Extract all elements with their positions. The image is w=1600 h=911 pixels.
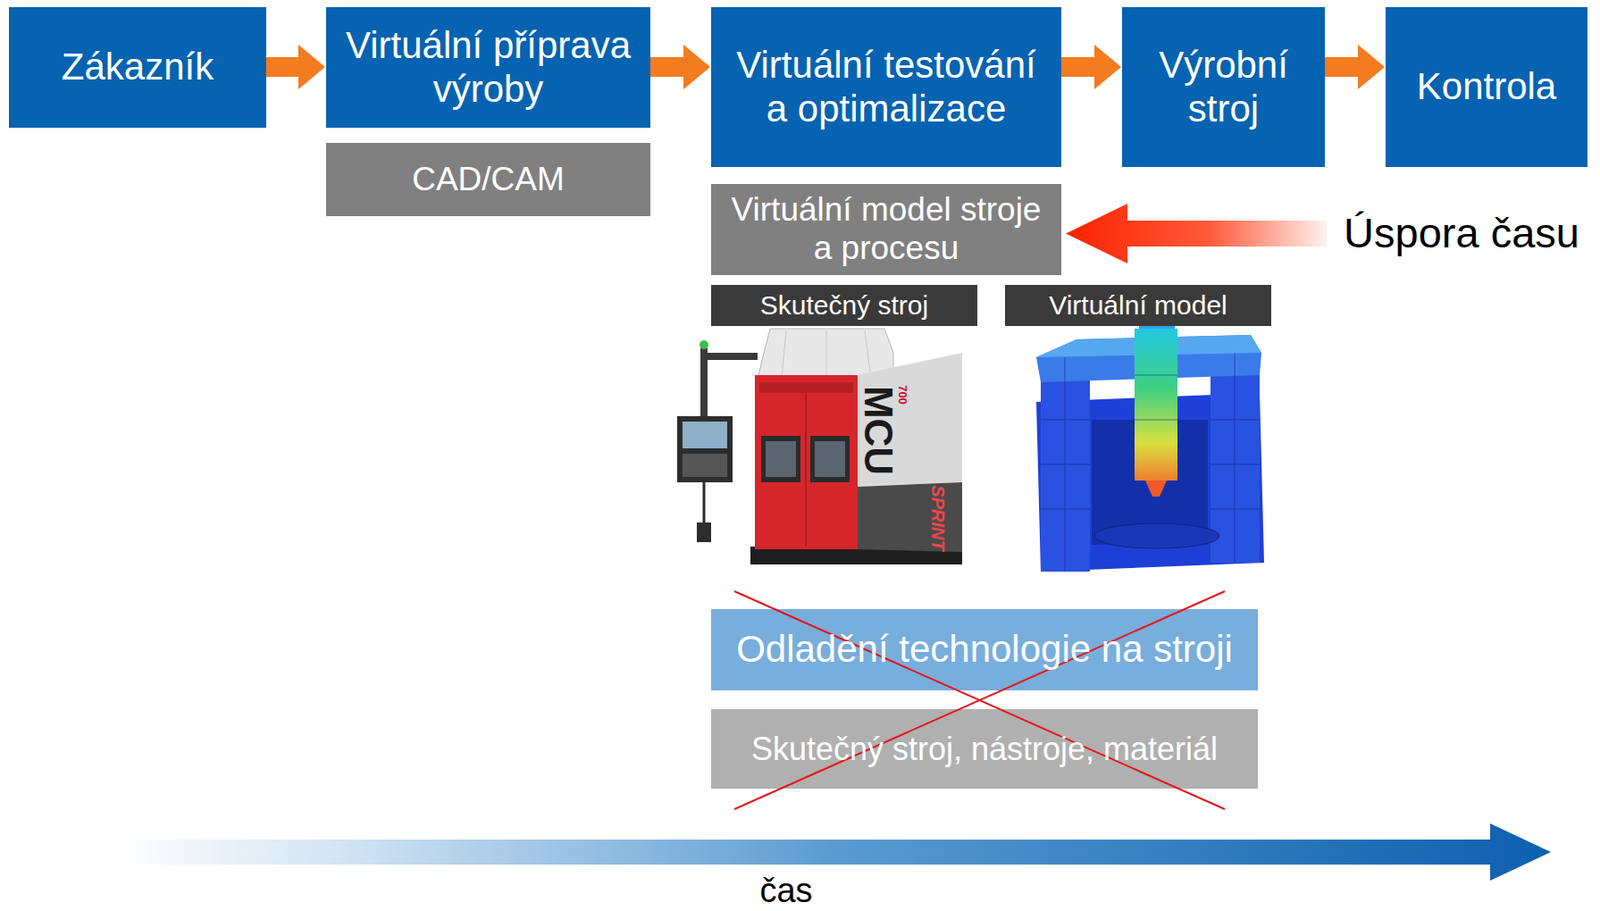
panel-pole bbox=[700, 348, 708, 419]
fem-model-picture bbox=[1036, 318, 1265, 572]
machine-window bbox=[814, 441, 846, 478]
box-text: Kontrola bbox=[1416, 65, 1557, 109]
process-box: Kontrola bbox=[1385, 7, 1588, 168]
panel-arm bbox=[705, 352, 758, 361]
box-text: Virtuální model stroje a procesu bbox=[725, 191, 1048, 268]
tool-box: CAD/CAM bbox=[326, 142, 651, 217]
machine-front bbox=[754, 375, 858, 550]
box-text: Virtuální příprava výroby bbox=[335, 24, 642, 111]
machine-grid bbox=[781, 330, 787, 379]
struck-box: Skutečný stroj, nástroje, materiál bbox=[711, 709, 1258, 789]
control-panel bbox=[677, 416, 733, 483]
box-text: Skutečný stroj bbox=[760, 290, 929, 322]
flow-arrow bbox=[1324, 44, 1385, 90]
machine-door-line bbox=[804, 393, 807, 547]
fem-column bbox=[1210, 352, 1260, 563]
process-box: Virtuální příprava výroby bbox=[326, 7, 651, 128]
machine-model: 700 bbox=[896, 385, 909, 405]
fem-ram bbox=[1134, 328, 1178, 481]
process-box: Zákazník bbox=[8, 7, 267, 128]
box-text: Virtuální model bbox=[1048, 290, 1228, 322]
fem-mesh bbox=[1040, 352, 1260, 572]
signal-light bbox=[699, 340, 709, 350]
pendant bbox=[696, 522, 712, 543]
box-text: Virtuální testování a optimalizace bbox=[729, 43, 1043, 131]
machine-grid bbox=[826, 330, 828, 379]
panel-screen bbox=[682, 421, 728, 449]
tool-box: Virtuální model stroje a procesu bbox=[711, 184, 1062, 276]
machine-strip bbox=[759, 382, 854, 394]
strike-line bbox=[734, 591, 1225, 810]
machine-window bbox=[761, 435, 801, 483]
pendant-cable bbox=[703, 482, 706, 523]
machine-brand: SPRINT bbox=[929, 485, 947, 551]
machine-side bbox=[857, 482, 963, 553]
flow-arrow bbox=[266, 44, 326, 90]
machine-window bbox=[765, 441, 796, 478]
box-text: CAD/CAM bbox=[411, 160, 565, 200]
strike-line bbox=[734, 591, 1225, 810]
box-text: Skutečný stroj, nástroje, materiál bbox=[751, 730, 1218, 768]
caption-box: Virtuální model bbox=[1005, 284, 1272, 327]
caption-box: Skutečný stroj bbox=[711, 284, 978, 327]
struck-box: Odladění technologie na stroji bbox=[711, 609, 1258, 691]
box-text: Výrobní stroj bbox=[1130, 43, 1316, 131]
axis-label: čas bbox=[759, 873, 813, 908]
box-text: Odladění technologie na stroji bbox=[736, 628, 1233, 671]
machine-grid bbox=[864, 330, 872, 379]
time-axis-arrow bbox=[117, 823, 1551, 881]
machine-brand: MCU bbox=[858, 385, 898, 476]
time-saving-arrow bbox=[1065, 203, 1327, 264]
process-box: Virtuální testování a optimalizace bbox=[711, 7, 1062, 168]
process-box: Výrobní stroj bbox=[1122, 7, 1325, 168]
annotation-label: Úspora času bbox=[1343, 211, 1580, 254]
fem-column bbox=[1040, 357, 1090, 572]
box-text: Zákazník bbox=[61, 45, 214, 89]
flow-arrow bbox=[1061, 44, 1122, 90]
fem-table bbox=[1094, 523, 1220, 549]
machine-side bbox=[857, 352, 963, 487]
fem-tool bbox=[1145, 480, 1167, 497]
flow-arrow bbox=[650, 44, 711, 90]
machine-picture bbox=[677, 328, 963, 565]
panel-keys bbox=[682, 453, 728, 478]
machine-window bbox=[810, 435, 850, 483]
